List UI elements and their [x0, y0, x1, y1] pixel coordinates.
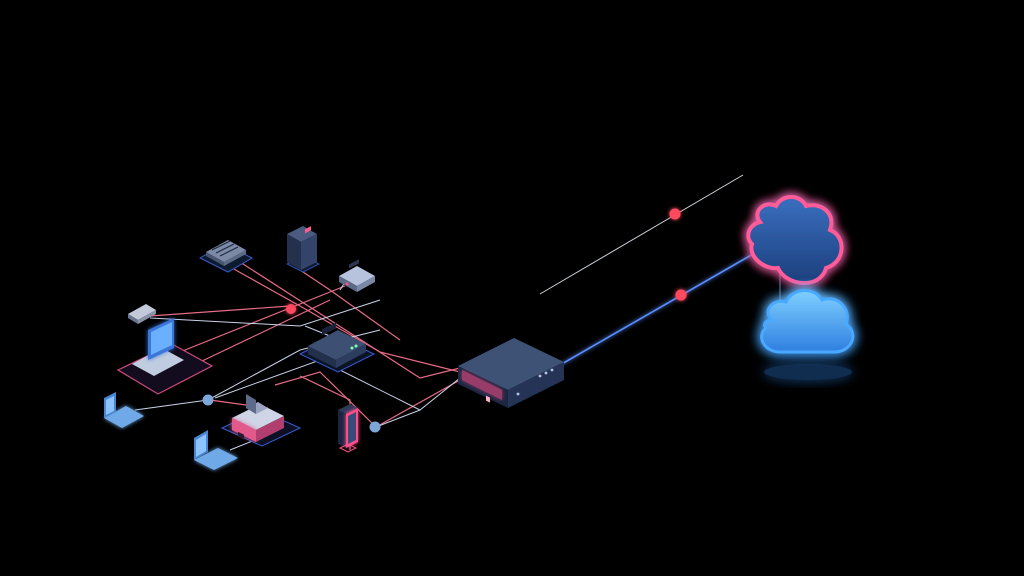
adapter-icon	[128, 304, 156, 324]
junction-node	[369, 421, 381, 433]
junction-node	[286, 304, 296, 314]
junction-node	[675, 289, 687, 301]
junction-node	[669, 208, 681, 220]
laptop-icon	[116, 318, 214, 395]
storage-icon	[286, 226, 320, 273]
cloud-reflection	[764, 364, 852, 380]
router-icon	[458, 338, 564, 408]
cloud-upper	[746, 195, 844, 285]
wire	[231, 267, 461, 373]
wire	[299, 269, 401, 341]
wire	[375, 409, 421, 428]
wire	[179, 285, 346, 353]
wire	[304, 325, 331, 337]
wire	[149, 305, 291, 317]
wire	[214, 359, 461, 411]
wire	[207, 329, 381, 401]
junction-node	[202, 394, 214, 406]
wire	[149, 299, 381, 327]
computer-icon	[220, 394, 302, 447]
uplink-wire-lower	[559, 249, 761, 366]
hub-icon	[298, 322, 376, 373]
switch-icon	[339, 259, 375, 292]
wire	[134, 399, 209, 411]
wire	[199, 299, 331, 363]
phone-icon	[338, 404, 358, 453]
wire	[274, 371, 461, 428]
wire	[229, 439, 256, 451]
laptop-icon	[194, 430, 238, 470]
junction-nodes	[202, 208, 687, 433]
uplink-wire-upper	[539, 174, 744, 295]
cloud-icon	[746, 195, 855, 380]
server-icon	[198, 240, 254, 273]
laptop-icon	[104, 392, 144, 428]
connection-wires	[134, 174, 781, 451]
cloud-lower	[760, 289, 855, 354]
